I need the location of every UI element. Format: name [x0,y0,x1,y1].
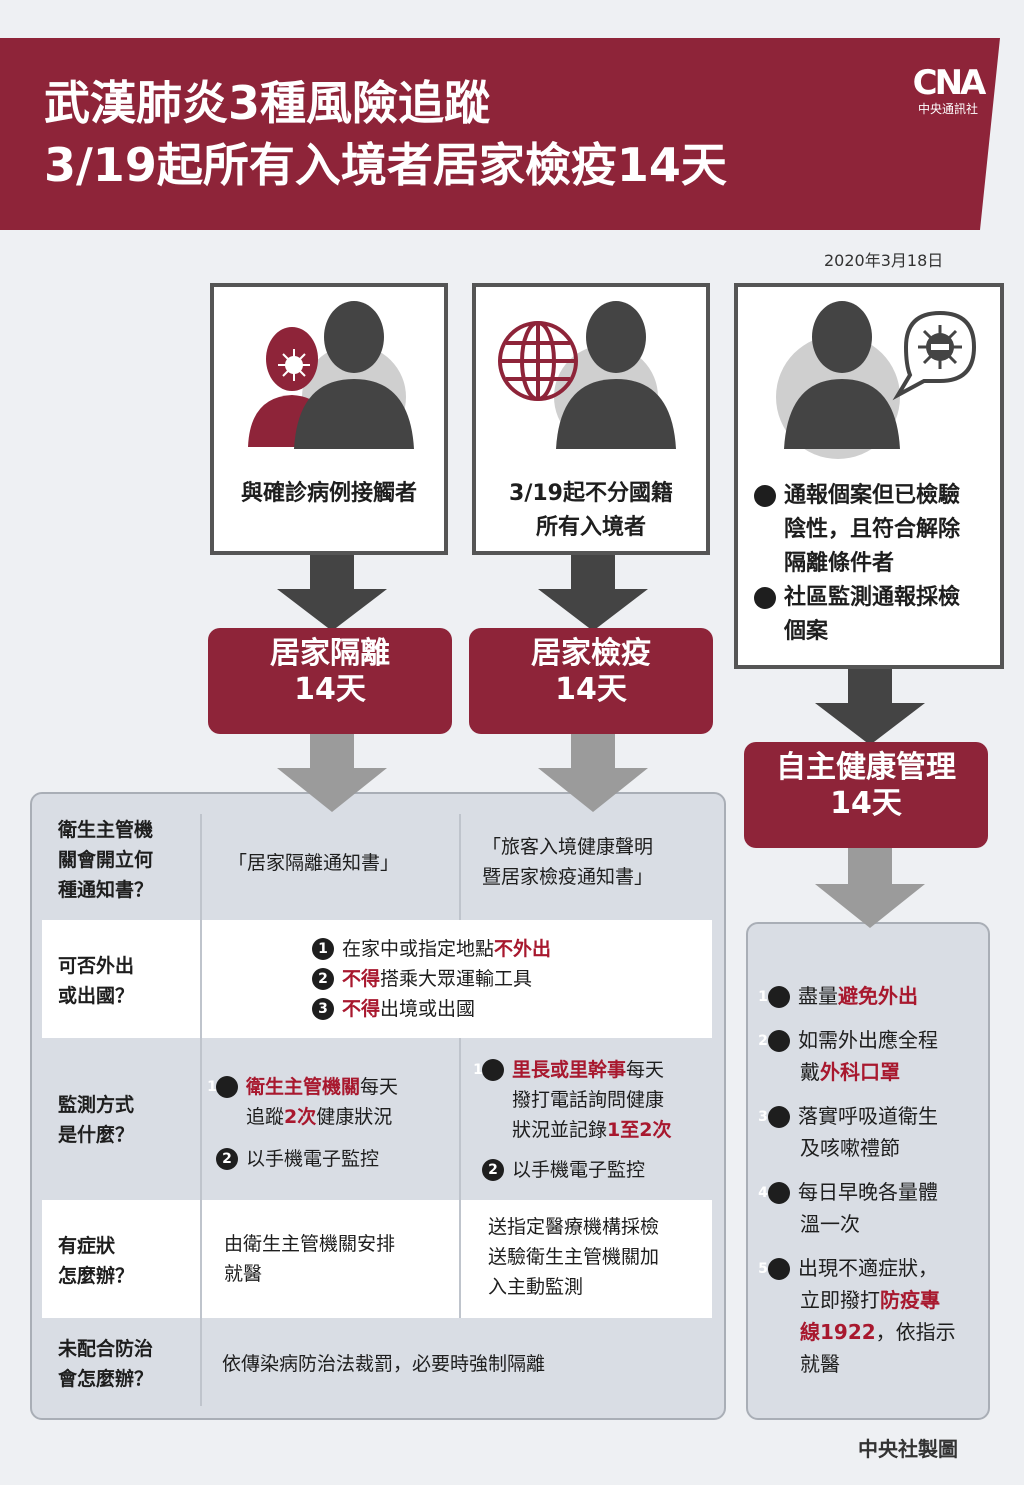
title-banner [0,38,1000,230]
arrow-down-icon [538,555,648,631]
title-line-2: 3/19起所有入境者居家檢疫14天 [44,138,727,192]
row-band-symptoms [42,1200,712,1318]
title-line-1: 武漢肺炎3種風險追蹤 [44,76,491,130]
row-head-monitoring: 監測方式 是什麼？ [58,1094,135,1146]
footer-credit: 中央社製圖 [858,1437,958,1461]
notice-isolation: 「居家隔離通知書」 [228,852,400,874]
penalty-text: 依傳染病防治法裁罰，必要時強制隔離 [222,1353,546,1375]
arrow-down-icon [277,734,387,812]
arrow-down-icon [815,669,925,745]
publish-date: 2020年3月18日 [824,251,944,270]
notice-quarantine: 「旅客入境健康聲明 暨居家檢疫通知書」 [482,836,654,888]
arrow-down-icon [538,734,648,812]
virus-bubble-person-icon [776,301,977,459]
label-home-isolation: 居家隔離 14天 [208,628,452,734]
self-management-panel [746,922,990,1420]
arrow-down-icon [815,848,925,928]
column-divider [459,814,461,920]
cna-logo: CNA 中央通訊社 [902,64,994,126]
card-arrivals-label: 3/19起不分國籍 所有入境者 [476,477,706,545]
logo-text: CNA [912,63,987,103]
card-arrivals-line-1: 3/19起不分國籍 [509,481,673,506]
card-contact-label: 與確診病例接觸者 [240,481,417,506]
card-contact: 與確診病例接觸者 [210,283,448,555]
column-divider [200,814,202,1406]
column-divider [459,1038,461,1318]
card-arrivals-line-2: 所有入境者 [535,515,646,540]
row-head-go-out: 可否外出 或出國？ [58,955,135,1007]
symptoms-isolation: 由衛生主管機關安排 就醫 [224,1233,396,1285]
row-head-penalty: 未配合防治 會怎麼辦？ [58,1338,154,1390]
label-self-health-management: 自主健康管理 14天 [744,742,988,848]
row-band-go-out [42,920,712,1038]
row-head-symptoms: 有症狀 怎麼辦？ [58,1235,135,1287]
card-arrivals: 3/19起不分國籍 所有入境者 [472,283,710,555]
globe-person-icon [498,301,676,449]
arrow-down-icon [277,555,387,631]
logo-subtitle: 中央通訊社 [917,102,978,116]
contact-person-icon [248,301,414,449]
symptoms-quarantine: 送指定醫療機構採檢 送驗衛生主管機關加 入主動監測 [488,1216,660,1298]
page-title: 武漢肺炎3種風險追蹤 3/19起所有入境者居家檢疫14天 [44,72,727,196]
label-home-quarantine: 居家檢疫 14天 [469,628,713,734]
row-head-notice: 衛生主管機 關會開立何 種通知書？ [58,819,154,901]
